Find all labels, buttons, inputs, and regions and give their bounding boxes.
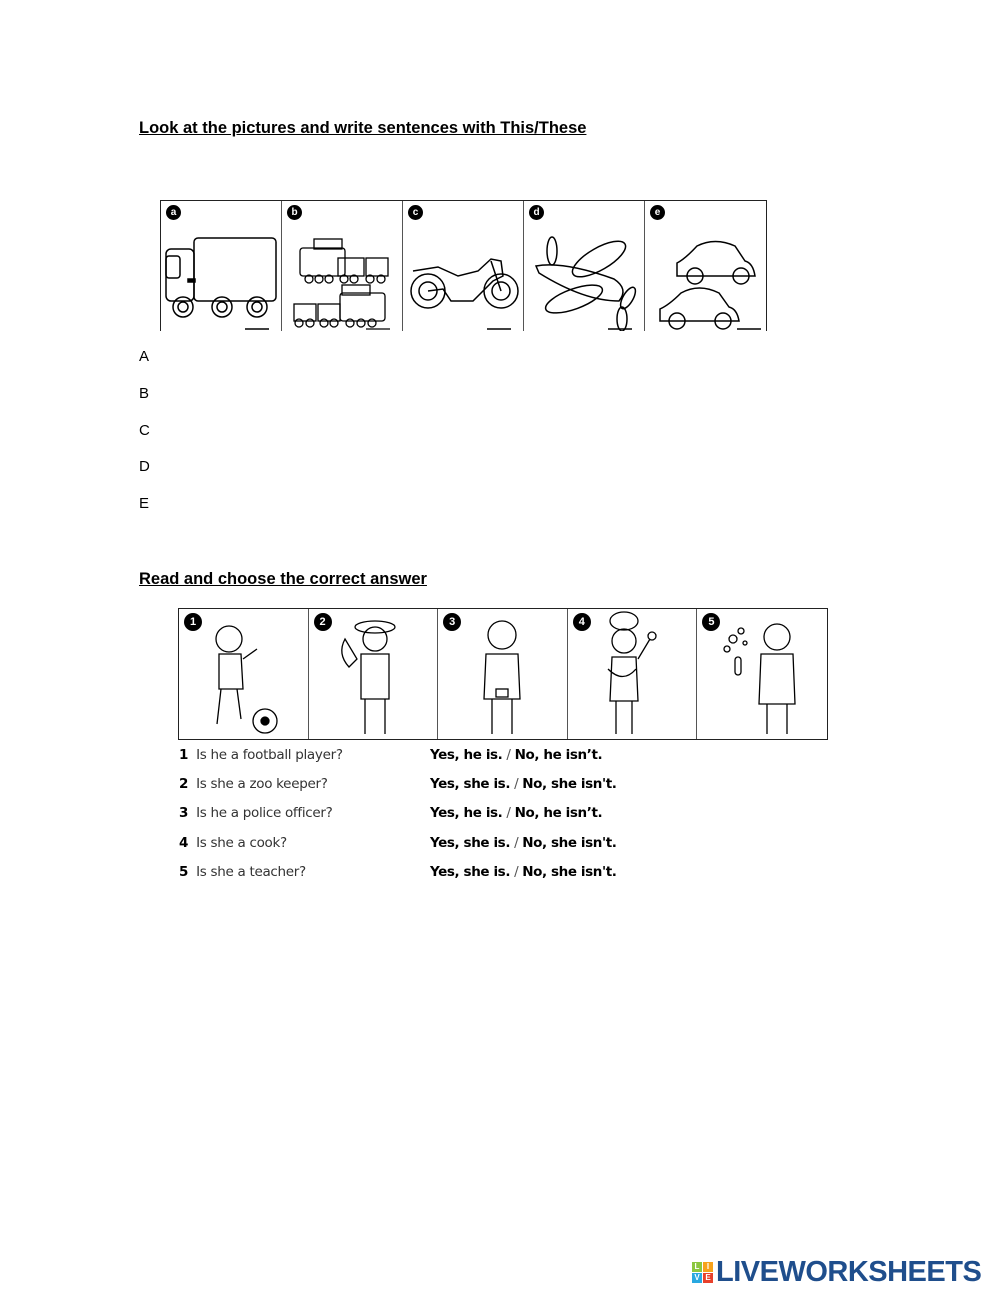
panel-label: a	[166, 205, 181, 220]
no-option[interactable]: No, she isn't.	[522, 776, 617, 792]
panel-label: e	[650, 205, 665, 220]
cars-picture: e	[645, 201, 766, 331]
panel-label: 1	[184, 613, 202, 631]
truck-picture: a	[161, 201, 282, 331]
cook-picture: 4	[568, 609, 698, 739]
people-picture-strip: 1 2 3 4 5	[178, 608, 828, 740]
panel-label: 2	[313, 613, 332, 631]
answer-line-c[interactable]: C	[139, 422, 150, 439]
vehicles-picture-strip: a b c d e	[160, 200, 767, 331]
answer-line-d[interactable]: D	[139, 458, 150, 475]
no-option[interactable]: No, he isn’t.	[514, 747, 603, 763]
answer-line-b[interactable]: B	[139, 385, 150, 402]
yes-option[interactable]: Yes, she is.	[430, 835, 511, 851]
yes-option[interactable]: Yes, he is.	[430, 747, 503, 763]
no-option[interactable]: No, she isn't.	[522, 864, 617, 880]
panel-label: b	[287, 205, 302, 220]
police-officer-picture: 3	[438, 609, 568, 739]
liveworksheets-logo: L I V E LIVEWORKSHEETS	[692, 1256, 982, 1289]
yes-option[interactable]: Yes, she is.	[430, 864, 511, 880]
no-option[interactable]: No, he isn’t.	[514, 805, 603, 821]
answer-choice-2[interactable]: Yes, she is./No, she isn't.	[430, 776, 617, 792]
answer-choice-3[interactable]: Yes, he is./No, he isn’t.	[430, 805, 603, 821]
trains-picture: b	[282, 201, 403, 331]
logo-text: LIVEWORKSHEETS	[716, 1256, 982, 1288]
panel-label: d	[529, 205, 544, 220]
panel-label: 3	[443, 613, 462, 631]
football-player-picture: 1	[179, 609, 309, 739]
answer-choice-5[interactable]: Yes, she is./No, she isn't.	[430, 864, 617, 880]
yes-option[interactable]: Yes, he is.	[430, 805, 503, 821]
answer-line-a[interactable]: A	[139, 348, 150, 365]
answer-line-e[interactable]: E	[139, 495, 150, 512]
logo-tiles-icon: L I V E	[692, 1262, 713, 1283]
answer-choice-1[interactable]: Yes, he is./No, he isn’t.	[430, 747, 603, 763]
panel-label: c	[408, 205, 423, 220]
no-option[interactable]: No, she isn't.	[522, 835, 617, 851]
yes-option[interactable]: Yes, she is.	[430, 776, 511, 792]
panel-label: 4	[572, 613, 591, 631]
airplane-picture: d	[524, 201, 645, 331]
answer-choice-4[interactable]: Yes, she is./No, she isn't.	[430, 835, 617, 851]
section1-title: Look at the pictures and write sentences…	[139, 119, 587, 137]
zoo-keeper-picture: 2	[309, 609, 439, 739]
section2-title: Read and choose the correct answer	[139, 570, 427, 588]
scientist-picture: 5	[697, 609, 827, 739]
panel-label: 5	[702, 613, 721, 631]
motorbike-picture: c	[403, 201, 524, 331]
